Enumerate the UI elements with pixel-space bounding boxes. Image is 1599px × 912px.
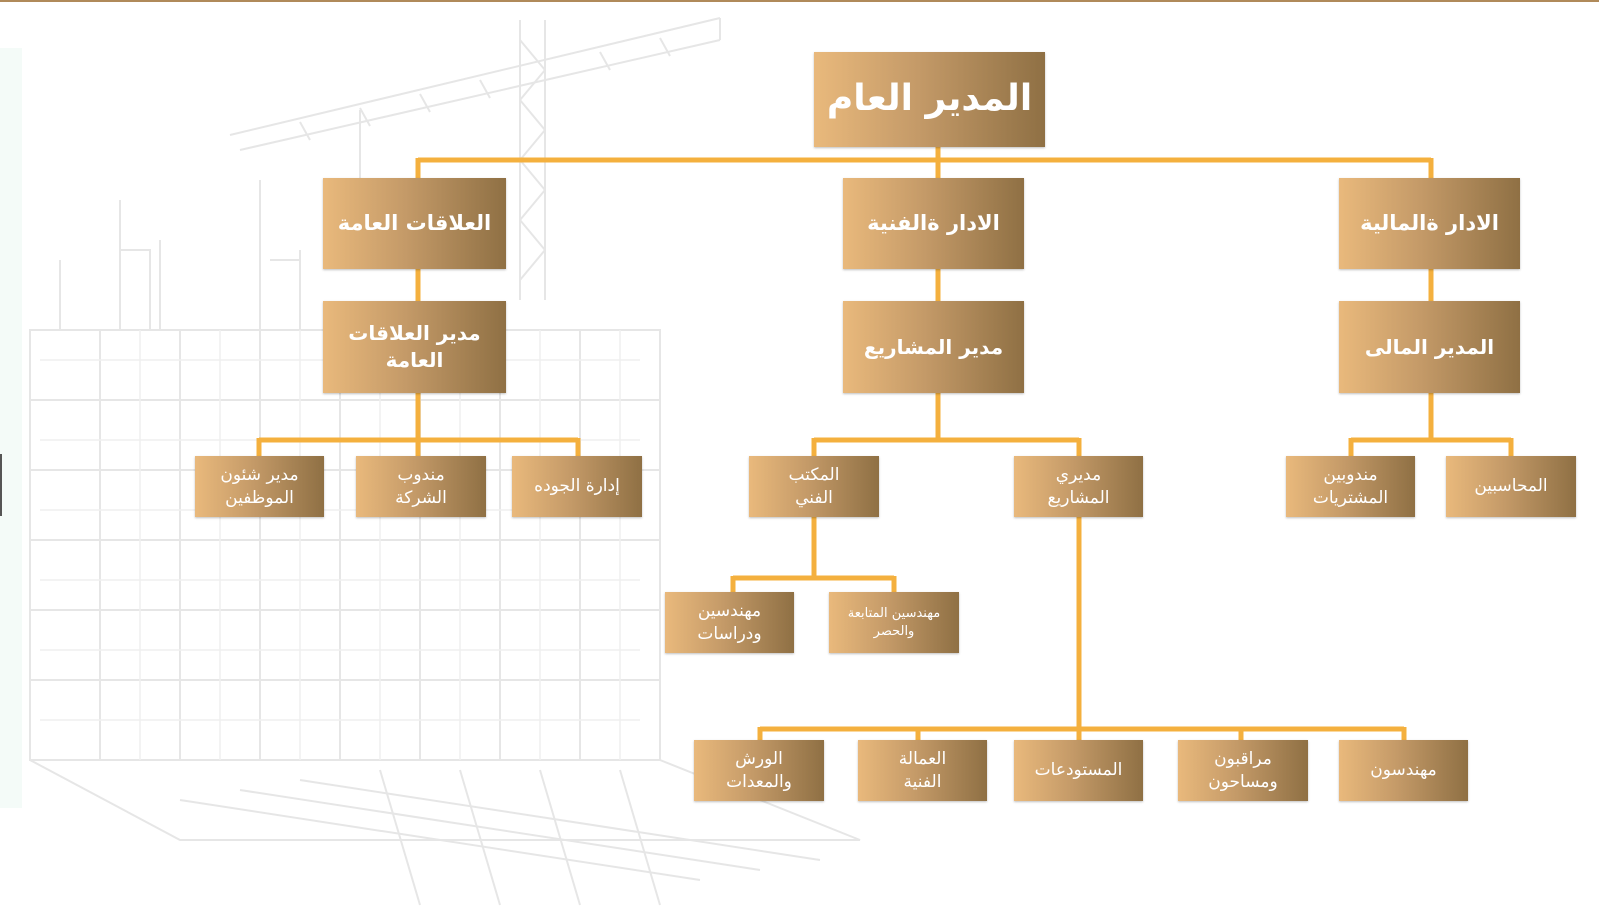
- technical-department-box: الادار ةالفنية: [843, 178, 1024, 269]
- procurement-reps-box: مندوبين المشتريات: [1286, 456, 1415, 517]
- connector-finance-units: [1348, 393, 1514, 456]
- connector-office-engineers: [730, 517, 897, 592]
- workshops-equipment-box: الورش والمعدات: [694, 740, 824, 801]
- connector-gm-bus: [415, 146, 1434, 178]
- left-edge-strip: [0, 48, 22, 808]
- technical-labor-box: العمالة الفنية: [858, 740, 987, 801]
- projects-manager-box: مدير المشاريع: [843, 301, 1024, 393]
- quality-management-box: إدارة الجوده: [512, 456, 642, 517]
- studies-engineers-box: مهندسين ودراسات: [665, 592, 794, 653]
- inspectors-surveyors-box: مراقبون ومساحون: [1178, 740, 1308, 801]
- left-edge-mark: [0, 454, 2, 516]
- accountants-box: المحاسبين: [1446, 456, 1576, 517]
- connector-projects-units: [811, 393, 1082, 456]
- followup-engineers-box: مهندسين المتابعة والحصر: [829, 592, 959, 653]
- connector-dept-managers: [415, 268, 1434, 301]
- public-relations-manager-box: مدير العلاقات العامة: [323, 301, 506, 393]
- finance-department-box: الادار ةالمالية: [1339, 178, 1520, 269]
- finance-manager-box: المدير المالى: [1339, 301, 1520, 393]
- connector-site-units: [757, 517, 1407, 740]
- company-representative-box: مندوب الشركة: [356, 456, 486, 517]
- general-manager-box: المدير العام: [814, 52, 1045, 147]
- technical-office-box: المكتب الفني: [749, 456, 879, 517]
- top-accent-rule: [0, 0, 1599, 2]
- public-relations-department-box: العلاقات العامة: [323, 178, 506, 269]
- engineers-box: مهندسون: [1339, 740, 1468, 801]
- hr-manager-box: مدير شئون الموظفين: [195, 456, 324, 517]
- project-managers-box: مديري المشاريع: [1014, 456, 1143, 517]
- connector-pr-units: [256, 393, 581, 456]
- warehouses-box: المستودعات: [1014, 740, 1143, 801]
